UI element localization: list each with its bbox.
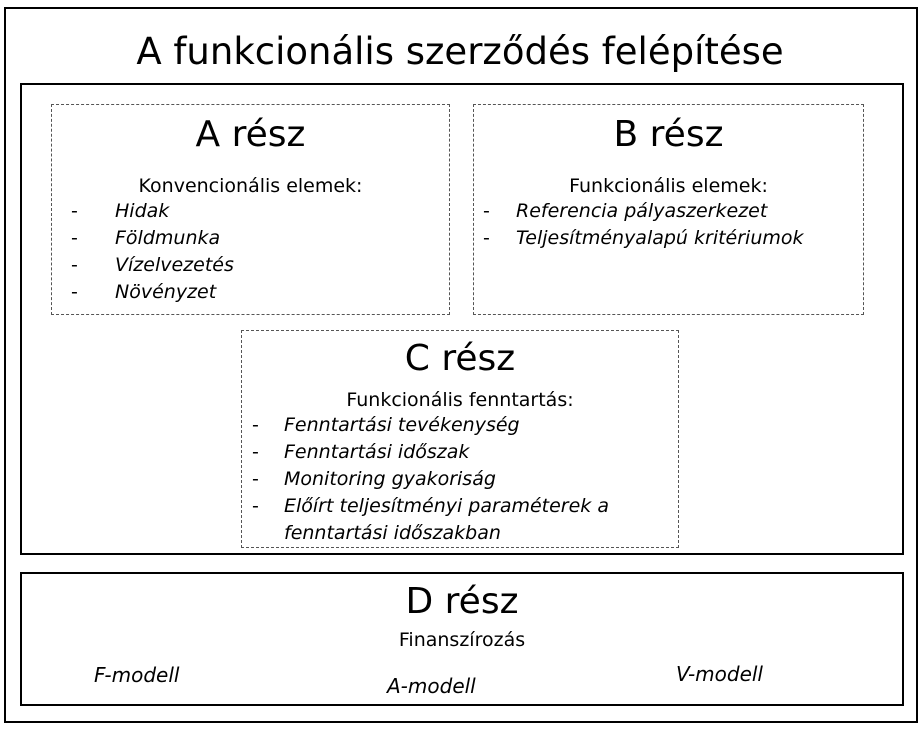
bullet-dash: - bbox=[252, 441, 259, 463]
part-b-box: B rész Funkcionális elemek: - Referencia … bbox=[473, 104, 864, 315]
part-a-list: - Hidak - Földmunka - Vízelvezetés - Növényz… bbox=[71, 198, 234, 306]
list-item-label: Hidak bbox=[115, 200, 170, 222]
part-c-subheading: Funkcionális fenntartás: bbox=[346, 389, 574, 411]
part-a-heading: A rész bbox=[195, 114, 306, 155]
list-item: - Teljesítményalapú kritériumok bbox=[483, 225, 804, 252]
list-item: - Fenntartási időszak bbox=[252, 439, 672, 466]
model-label-v: V-modell bbox=[676, 662, 763, 686]
part-a-subheading: Konvencionális elemek: bbox=[138, 175, 363, 197]
part-d-subheading: Finanszírozás bbox=[398, 629, 526, 651]
bullet-dash: - bbox=[71, 281, 78, 303]
part-b-list: - Referencia pályaszerkezet - Teljesítmény… bbox=[483, 198, 804, 252]
list-item-label: Előírt teljesítményi paraméterek a fennt… bbox=[284, 495, 609, 544]
list-item: - Hidak bbox=[71, 198, 234, 225]
part-c-box: C rész Funkcionális fenntartás: - Fenntar… bbox=[241, 330, 679, 548]
diagram-title: A funkcionális szerződés felépítése bbox=[136, 30, 784, 73]
list-item: - Előírt teljesítményi paraméterek a fenn… bbox=[252, 493, 672, 547]
bullet-dash: - bbox=[252, 414, 259, 436]
bullet-dash: - bbox=[483, 200, 490, 222]
bullet-dash: - bbox=[71, 200, 78, 222]
list-item: - Vízelvezetés bbox=[71, 252, 234, 279]
part-d-heading: D rész bbox=[405, 581, 519, 622]
model-label-f: F-modell bbox=[94, 663, 180, 687]
bullet-dash: - bbox=[483, 227, 490, 249]
part-c-list: - Fenntartási tevékenység - Fenntartási id… bbox=[252, 412, 672, 547]
model-label-a: A-modell bbox=[387, 674, 476, 698]
list-item-label: Referencia pályaszerkezet bbox=[516, 200, 768, 222]
outer-frame bbox=[4, 7, 918, 723]
list-item-label: Fenntartási időszak bbox=[284, 441, 470, 463]
part-b-subheading: Funkcionális elemek: bbox=[569, 175, 768, 197]
part-b-heading: B rész bbox=[613, 114, 724, 155]
list-item: - Földmunka bbox=[71, 225, 234, 252]
list-item-label: Földmunka bbox=[115, 227, 221, 249]
list-item-label: Vízelvezetés bbox=[115, 254, 234, 276]
bullet-dash: - bbox=[71, 254, 78, 276]
list-item: - Fenntartási tevékenység bbox=[252, 412, 672, 439]
list-item-label: Teljesítményalapú kritériumok bbox=[516, 227, 804, 249]
part-c-heading: C rész bbox=[404, 338, 516, 379]
bullet-dash: - bbox=[71, 227, 78, 249]
part-a-box: A rész Konvencionális elemek: - Hidak - Fö… bbox=[51, 104, 450, 315]
list-item: - Monitoring gyakoriság bbox=[252, 466, 672, 493]
list-item: - Növényzet bbox=[71, 279, 234, 306]
part-d-box: D rész Finanszírozás F-modell A-modell V… bbox=[20, 572, 904, 706]
list-item-label: Növényzet bbox=[115, 281, 217, 303]
list-item-label: Fenntartási tevékenység bbox=[284, 414, 520, 436]
inner-frame bbox=[20, 83, 904, 555]
list-item-label: Monitoring gyakoriság bbox=[284, 468, 496, 490]
bullet-dash: - bbox=[252, 468, 259, 490]
list-item: - Referencia pályaszerkezet bbox=[483, 198, 804, 225]
bullet-dash: - bbox=[252, 495, 259, 517]
